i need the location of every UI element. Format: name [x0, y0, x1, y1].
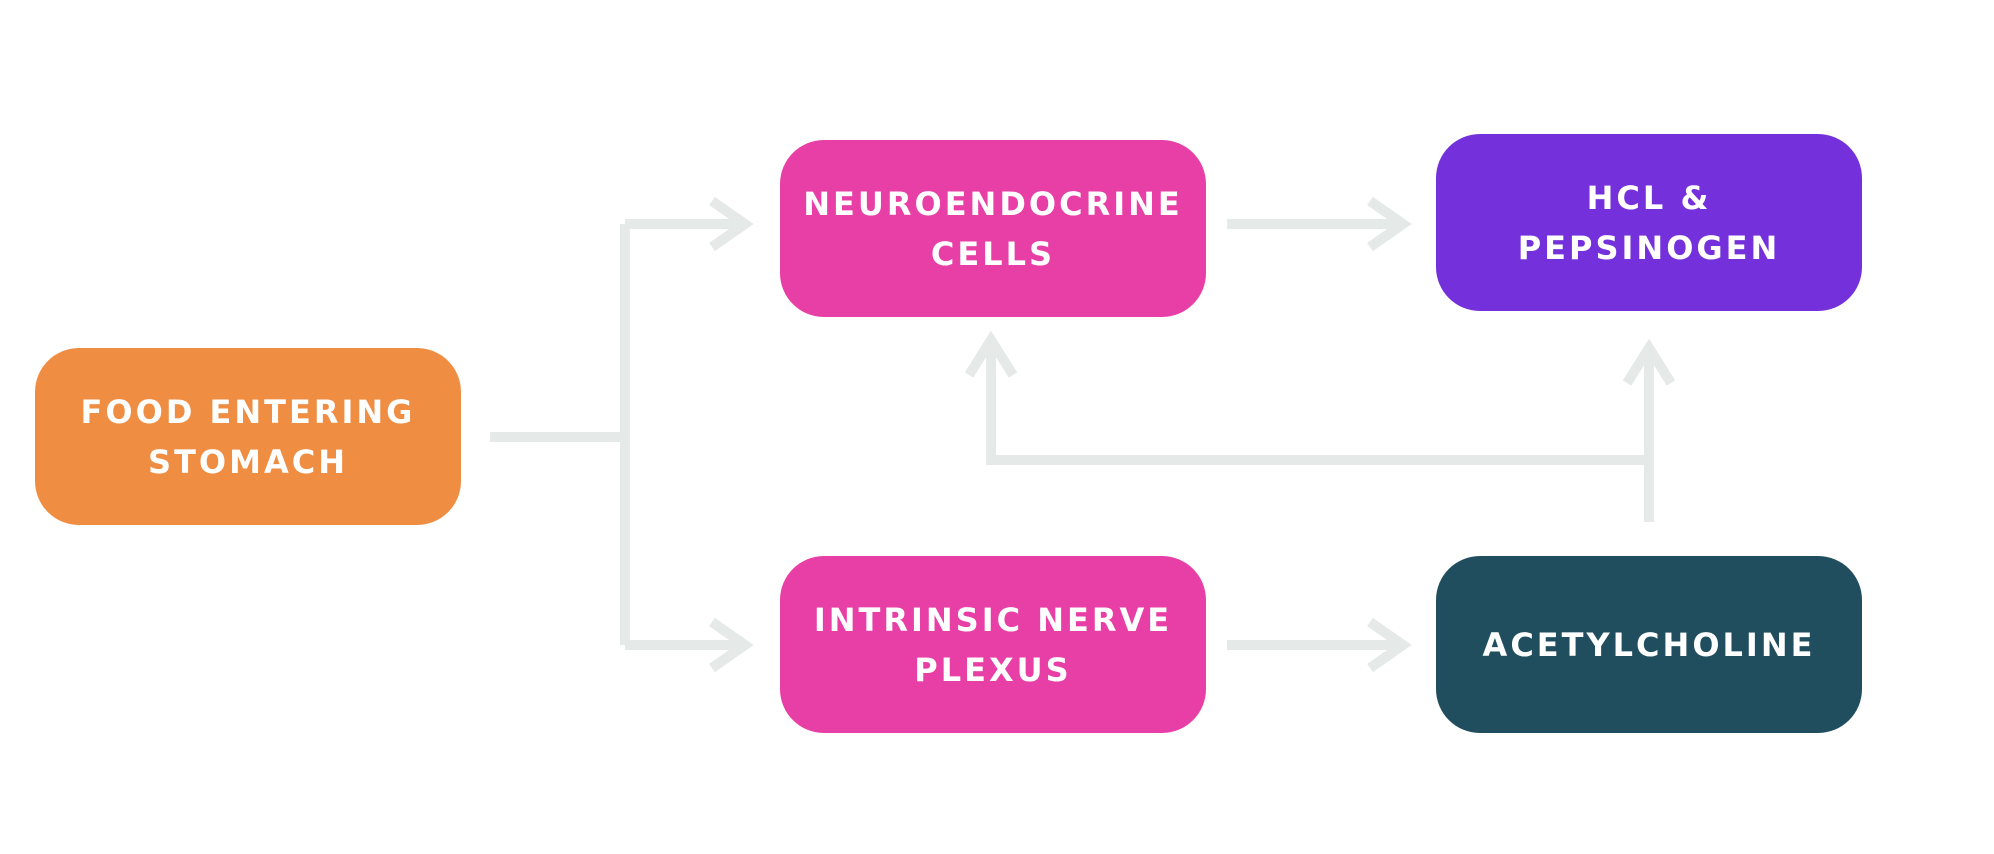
node-food-entering-stomach: FOOD ENTERING STOMACH — [35, 348, 461, 525]
node-acetylcholine: ACETYLCHOLINE — [1436, 556, 1862, 733]
node-label-line-1: FOOD ENTERING — [80, 392, 416, 431]
node-label: NEUROENDOCRINE CELLS — [803, 179, 1183, 279]
node-label: INTRINSIC NERVE PLEXUS — [814, 595, 1172, 695]
arrowhead-to-hcl — [1367, 196, 1412, 252]
node-label: HCL & PEPSINOGEN — [1456, 173, 1842, 273]
arrowhead-to-nerve — [709, 617, 754, 673]
node-label-line-2: PLEXUS — [914, 650, 1072, 689]
node-label-line-1: ACETYLCHOLINE — [1482, 625, 1816, 664]
node-intrinsic-nerve-plexus: INTRINSIC NERVE PLEXUS — [780, 556, 1206, 733]
node-neuroendocrine-cells: NEUROENDOCRINE CELLS — [780, 140, 1206, 317]
connector-ach-to-neuro — [986, 340, 1649, 465]
node-label-line-1: HCL & PEPSINOGEN — [1517, 178, 1781, 267]
node-label: ACETYLCHOLINE — [1483, 620, 1816, 670]
node-label: FOOD ENTERING STOMACH — [81, 387, 416, 487]
node-label-line-2: CELLS — [930, 234, 1056, 273]
arrowhead-ach-to-hcl — [1622, 338, 1676, 386]
node-hcl-pepsinogen: HCL & PEPSINOGEN — [1436, 134, 1862, 311]
arrowhead-to-ach — [1367, 617, 1412, 673]
node-label-line-1: INTRINSIC NERVE — [813, 600, 1173, 639]
node-label-line-2: STOMACH — [148, 442, 348, 481]
node-label-line-1: NEUROENDOCRINE — [803, 184, 1183, 223]
arrowhead-to-neuro — [709, 196, 754, 252]
arrowhead-ach-to-neuro — [964, 330, 1018, 378]
